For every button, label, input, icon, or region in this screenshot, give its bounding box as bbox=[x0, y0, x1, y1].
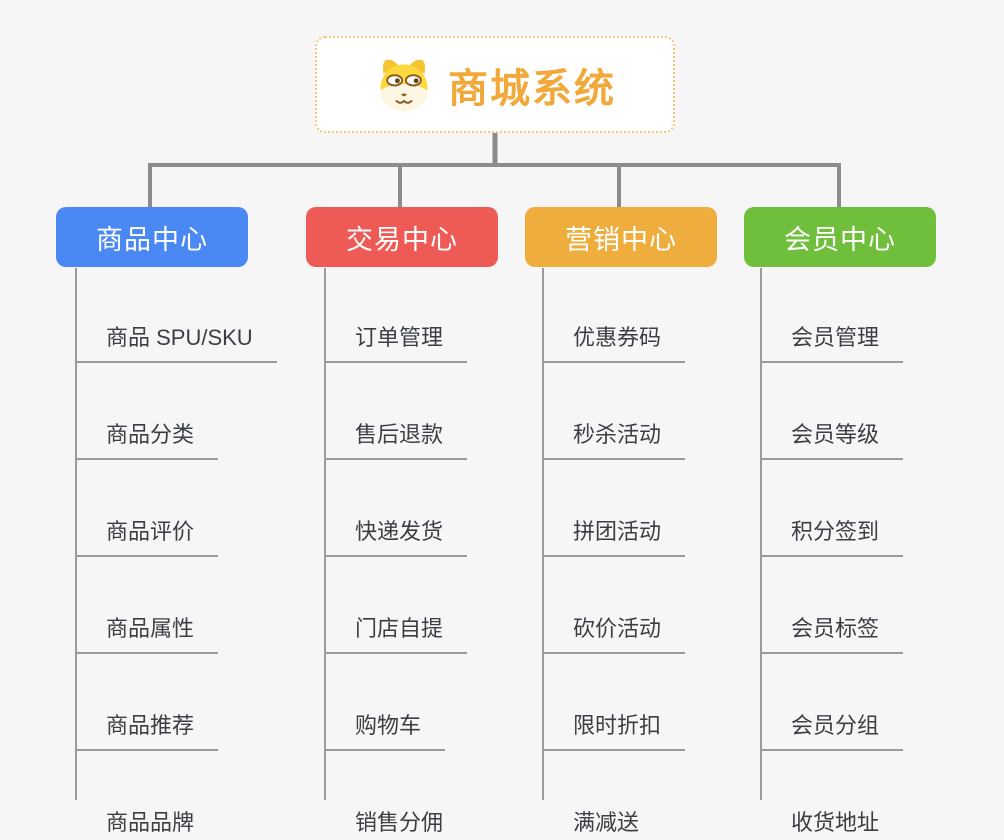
branch-connector-line bbox=[75, 268, 77, 800]
sub-topic-node[interactable]: 商品推荐 bbox=[76, 654, 219, 751]
sub-topic-node[interactable]: 收货地址 bbox=[761, 751, 903, 840]
sub-topic-node[interactable]: 商品分类 bbox=[76, 363, 219, 460]
sub-topic-node[interactable]: 商品评价 bbox=[76, 460, 219, 557]
sub-topic-node[interactable]: 秒杀活动 bbox=[543, 363, 686, 460]
sub-topic-node[interactable]: 商品属性 bbox=[76, 557, 219, 654]
branch-item-list: 优惠券码秒杀活动拼团活动砍价活动限时折扣满减送 bbox=[543, 266, 686, 840]
sub-topic-node[interactable]: 会员分组 bbox=[761, 654, 904, 751]
sub-topic-node[interactable]: 商品 SPU/SKU bbox=[76, 266, 277, 363]
sub-topic-node[interactable]: 销售分佣 bbox=[325, 751, 467, 840]
branch-node-trade-center[interactable]: 交易中心 bbox=[306, 207, 498, 267]
root-topic-title: 商城系统 bbox=[448, 66, 616, 111]
branch-connector-line bbox=[324, 268, 326, 800]
sub-topic-node[interactable]: 会员管理 bbox=[761, 266, 904, 363]
sub-topic-node[interactable]: 订单管理 bbox=[325, 266, 468, 363]
sub-topic-node[interactable]: 拼团活动 bbox=[543, 460, 686, 557]
sub-topic-node[interactable]: 砍价活动 bbox=[543, 557, 686, 654]
branch-node-marketing-center[interactable]: 营销中心 bbox=[525, 207, 717, 267]
root-topic-node[interactable]: 商城系统 bbox=[315, 36, 675, 133]
sub-topic-node[interactable]: 快递发货 bbox=[325, 460, 468, 557]
sub-topic-node[interactable]: 积分签到 bbox=[761, 460, 904, 557]
sub-topic-node[interactable]: 售后退款 bbox=[325, 363, 468, 460]
branch-connector-line bbox=[542, 268, 544, 800]
branch-item-list: 会员管理会员等级积分签到会员标签会员分组收货地址 bbox=[761, 266, 904, 840]
branch-connector-line bbox=[760, 268, 762, 800]
dog-face-icon bbox=[380, 59, 428, 111]
sub-topic-node[interactable]: 会员标签 bbox=[761, 557, 904, 654]
sub-topic-node[interactable]: 购物车 bbox=[325, 654, 446, 751]
branch-node-product-center[interactable]: 商品中心 bbox=[56, 207, 248, 267]
sub-topic-node[interactable]: 限时折扣 bbox=[543, 654, 686, 751]
branch-item-list: 订单管理售后退款快递发货门店自提购物车销售分佣 bbox=[325, 266, 468, 840]
sub-topic-node[interactable]: 会员等级 bbox=[761, 363, 904, 460]
sub-topic-node[interactable]: 门店自提 bbox=[325, 557, 468, 654]
sub-topic-node[interactable]: 优惠券码 bbox=[543, 266, 686, 363]
sub-topic-node[interactable]: 满减送 bbox=[543, 751, 663, 840]
sub-topic-node[interactable]: 商品品牌 bbox=[76, 751, 218, 840]
branch-node-member-center[interactable]: 会员中心 bbox=[744, 207, 936, 267]
